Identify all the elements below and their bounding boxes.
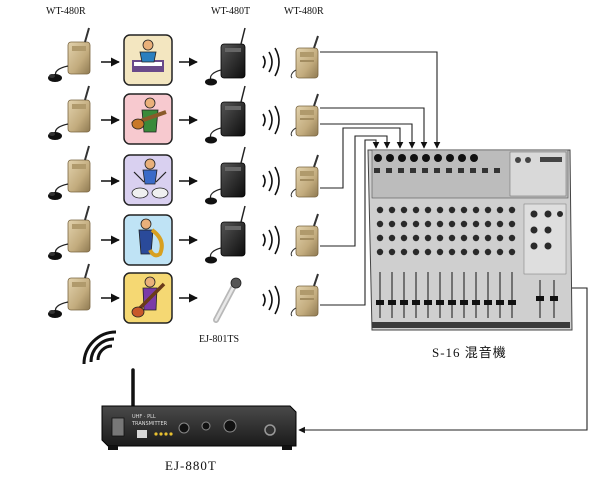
device-brand-line1: UHF · PLL: [132, 414, 156, 420]
display-window: [137, 430, 147, 438]
handheld-mic-icon: [213, 277, 242, 323]
connection-line-5: [320, 135, 391, 247]
receiver-icon: [290, 154, 319, 198]
connection-lines: [298, 51, 588, 434]
row-5: [47, 263, 319, 324]
piano-player-icon: [123, 34, 173, 86]
broadcast-waves-icon: [82, 330, 117, 365]
saxophone-player-icon: [123, 214, 173, 266]
power-switch[interactable]: [111, 417, 125, 437]
label-ej801ts: EJ-801TS: [199, 334, 239, 345]
pocket-receiver-icon: [47, 85, 91, 141]
radio-waves-icon: [262, 47, 280, 77]
input-jack[interactable]: [264, 424, 276, 436]
bodypack-transmitter-icon: [204, 205, 246, 265]
label-wt480r-right: WT-480R: [284, 6, 324, 17]
level-knob[interactable]: [201, 421, 211, 431]
connection-line-3: [320, 123, 416, 149]
pocket-receiver-icon: [47, 263, 91, 319]
bodypack-transmitter-icon: [204, 27, 246, 87]
radio-waves-icon: [262, 105, 280, 135]
label-mixer: S-16 混音機: [432, 345, 507, 360]
receiver-icon: [290, 35, 319, 79]
receiver-icon: [290, 273, 319, 317]
pocket-receiver-icon: [47, 145, 91, 201]
device-brand-line2: TRANSMITTER: [131, 421, 168, 427]
label-wt480t: WT-480T: [211, 6, 250, 17]
pocket-receiver-icon: [47, 205, 91, 261]
connection-line-2: [320, 107, 428, 149]
row-4: [47, 205, 319, 266]
volume-knob[interactable]: [223, 419, 237, 433]
receiver-icon: [290, 93, 319, 137]
connection-line-1: [320, 51, 441, 149]
bodypack-transmitter-icon: [204, 85, 246, 145]
label-wt480r-left: WT-480R: [46, 6, 86, 17]
base-transmitter-device: UHF · PLL TRANSMITTER: [82, 330, 297, 450]
drummer-icon: [123, 154, 173, 206]
mixer-console: [367, 149, 573, 331]
pocket-receiver-icon: [47, 27, 91, 83]
guitar-player-icon: [123, 93, 173, 145]
connection-line-4: [320, 127, 404, 189]
channel-knob[interactable]: [178, 422, 190, 434]
row-2: [47, 85, 319, 145]
radio-waves-icon: [262, 285, 280, 315]
connection-line-mixer-to-base: [298, 287, 588, 434]
mixer-inputs: [374, 154, 478, 162]
row-1: [47, 27, 319, 87]
label-ej880t: EJ-880T: [165, 458, 217, 473]
receiver-icon: [290, 213, 319, 257]
radio-waves-icon: [262, 166, 280, 196]
indicator-leds: [154, 432, 173, 436]
row-3: [47, 145, 319, 206]
connection-line-6: [320, 139, 380, 306]
bodypack-transmitter-icon: [204, 146, 246, 206]
radio-waves-icon: [262, 225, 280, 255]
bass-player-icon: [123, 272, 173, 324]
